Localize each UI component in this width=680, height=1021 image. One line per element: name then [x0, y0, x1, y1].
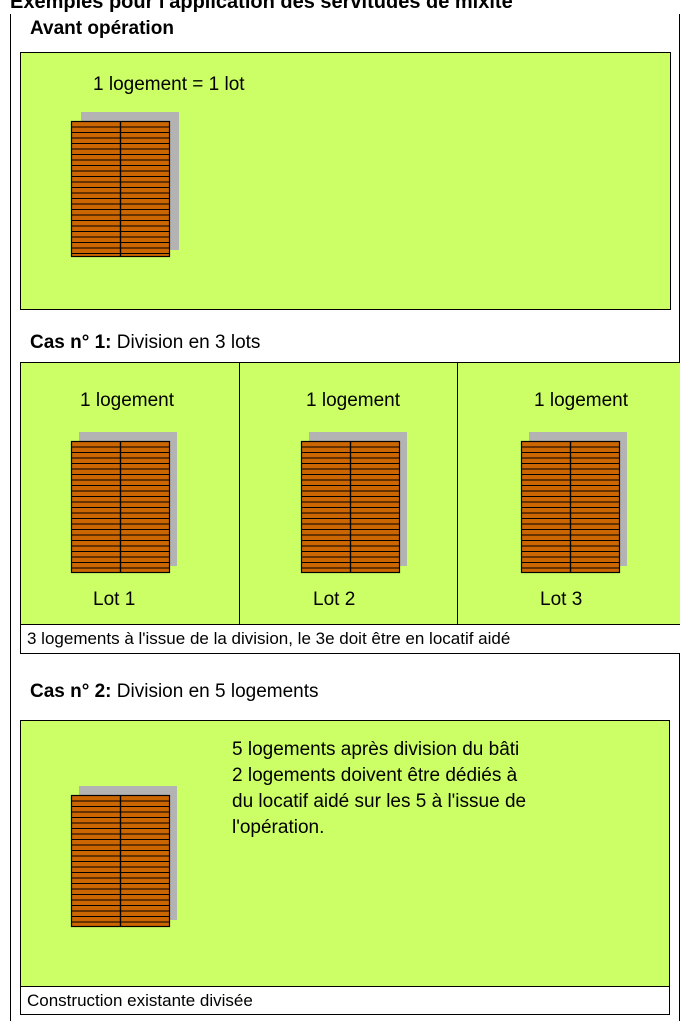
cas2-plot — [20, 720, 670, 1014]
cas2-heading: Cas n° 2: Division en 5 logements — [30, 681, 319, 703]
page-title: Exemples pour l'application des servitud… — [10, 0, 513, 13]
cas1-divider-1 — [239, 362, 240, 625]
avant-heading-text: Avant opération — [30, 18, 174, 39]
lot1-bottom-label: Lot 1 — [93, 589, 136, 610]
lot1-top-label: 1 logement — [80, 390, 175, 411]
cas2-text-line-2: 2 logements doivent être dédiés à — [232, 765, 518, 786]
avant-heading: Avant opération — [30, 18, 174, 40]
building-avant — [70, 112, 179, 258]
lot2-top-label: 1 logement — [306, 390, 401, 411]
lot2-bottom-label: Lot 2 — [313, 589, 356, 610]
cas2-heading-rest: Division en 5 logements — [111, 681, 319, 702]
cas2-note: Construction existante divisée — [20, 986, 670, 1015]
lot3-bottom-label: Lot 3 — [540, 589, 583, 610]
building-lot3 — [520, 432, 627, 574]
cas2-heading-bold: Cas n° 2: — [30, 681, 112, 702]
cas1-heading: Cas n° 1: Division en 3 lots — [30, 332, 260, 354]
cas1-note: 3 logements à l'issue de la division, le… — [20, 624, 680, 654]
cas1-heading-bold: Cas n° 1: — [30, 332, 112, 353]
cas2-text-line-1: 5 logements après division du bâti — [232, 739, 520, 760]
cas1-divider-2 — [457, 362, 458, 625]
avant-label: 1 logement = 1 lot — [93, 74, 245, 95]
cas1-heading-rest: Division en 3 lots — [111, 332, 261, 353]
building-cas2 — [70, 786, 177, 928]
building-lot2 — [300, 432, 407, 574]
lot3-top-label: 1 logement — [534, 390, 629, 411]
building-lot1 — [70, 432, 177, 574]
cas2-text: 5 logements après division du bâti 2 log… — [232, 737, 526, 841]
cas2-text-line-4: l'opération. — [232, 817, 325, 838]
cas2-text-line-3: du locatif aidé sur les 5 à l'issue de — [232, 791, 527, 812]
